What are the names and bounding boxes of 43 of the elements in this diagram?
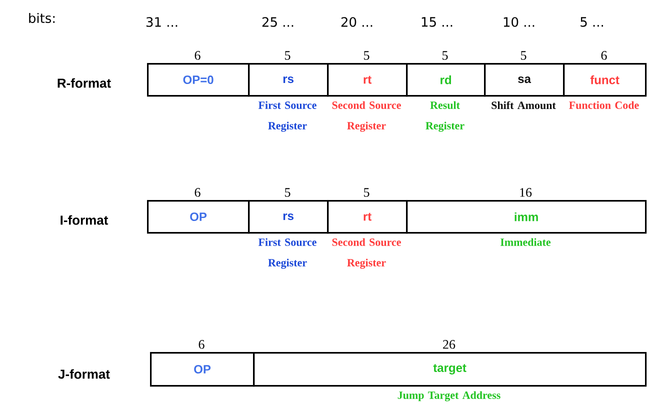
bit-width: 5 [521,51,526,60]
field-description: First Source Register [258,101,316,132]
field-box: rt [327,200,408,234]
field-description: Second Source Register [332,101,401,132]
field-box: rs [248,63,329,97]
bit-position: 25 ... [262,17,294,27]
field-box: OP [147,200,250,234]
bit-width: 26 [443,340,456,349]
field-description: First Source Register [258,238,316,269]
bit-width: 6 [194,51,200,60]
field-description: Immediate [500,238,551,246]
bit-position: 15 ... [422,17,452,27]
bit-position: 5 ... [580,17,603,27]
field-description: Shift Amount [492,101,556,110]
bit-width: 5 [285,188,290,197]
field-description: Jump Target Address [398,391,500,402]
bit-width: 5 [364,188,370,197]
bit-width: 16 [520,188,532,197]
field-box: rd [406,63,486,97]
bit-position: 31 ... [146,17,178,27]
bit-width: 6 [194,188,200,197]
bit-position: bits: [29,12,55,24]
bit-width: 5 [285,51,290,60]
field-box: imm [406,200,647,234]
field-box: rt [327,63,408,97]
format-label: I-format [60,215,108,225]
bit-width: 6 [601,51,607,60]
field-box: target [253,352,647,387]
field-description: Second Source Register [332,238,401,269]
format-label: J-format [58,369,110,379]
field-box: OP=0 [147,63,250,97]
bit-width: 6 [198,340,204,349]
field-description: Function Code [569,101,639,109]
field-box: funct [563,63,647,97]
bit-width: 5 [364,51,370,60]
field-box: sa [484,63,565,97]
field-box: OP [150,352,255,387]
bit-position: 20 ... [341,17,372,27]
field-description: Result Register [426,101,464,132]
format-label: R-format [58,78,111,88]
field-box: rs [248,200,329,234]
bit-width: 5 [442,51,448,60]
bit-position: 10 ... [504,17,534,27]
